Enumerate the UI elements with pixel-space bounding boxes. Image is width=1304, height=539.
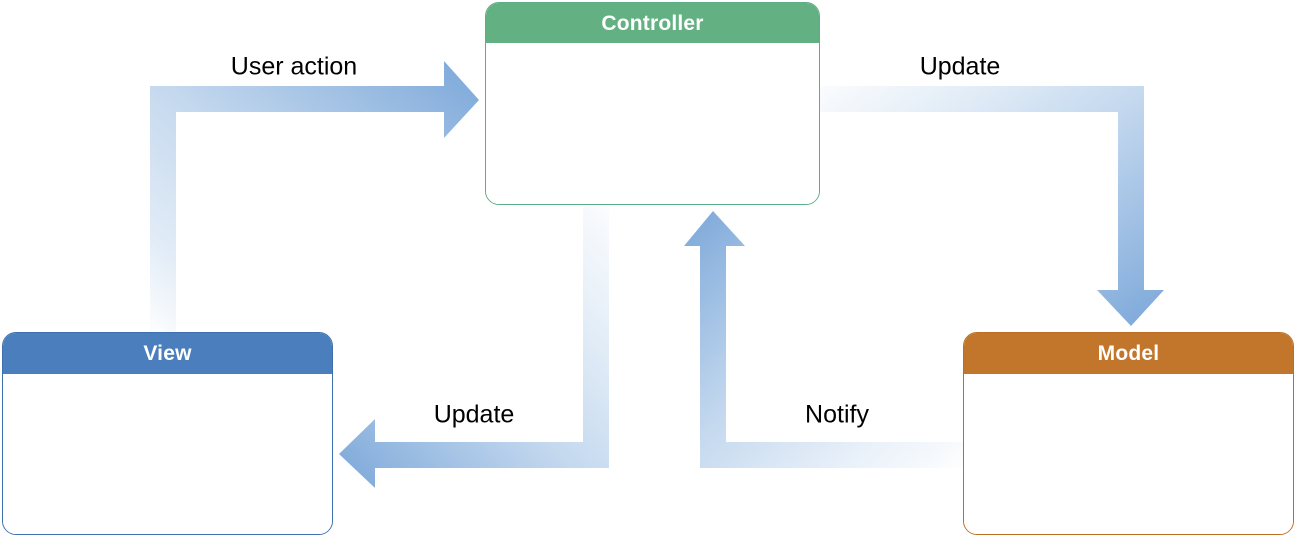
node-model[interactable]: Model	[963, 332, 1294, 535]
node-model-body	[964, 374, 1293, 534]
arrow-update-controller-to-model	[818, 86, 1164, 326]
node-view-body	[3, 374, 332, 534]
edge-label-user-action: User action	[230, 52, 358, 81]
node-model-title: Model	[964, 333, 1293, 374]
arrow-update-controller-to-view	[339, 207, 609, 488]
edge-label-update-controller-to-model: Update	[919, 52, 1001, 81]
edge-label-notify: Notify	[805, 400, 869, 429]
node-controller-title: Controller	[486, 3, 819, 43]
node-view[interactable]: View	[2, 332, 333, 535]
arrow-user-action	[150, 61, 479, 338]
node-controller-body	[486, 43, 819, 204]
node-view-title: View	[3, 333, 332, 374]
node-controller[interactable]: Controller	[485, 2, 820, 205]
arrow-notify-model-to-controller	[684, 211, 963, 468]
edge-label-update-controller-to-view: Update	[433, 400, 515, 429]
